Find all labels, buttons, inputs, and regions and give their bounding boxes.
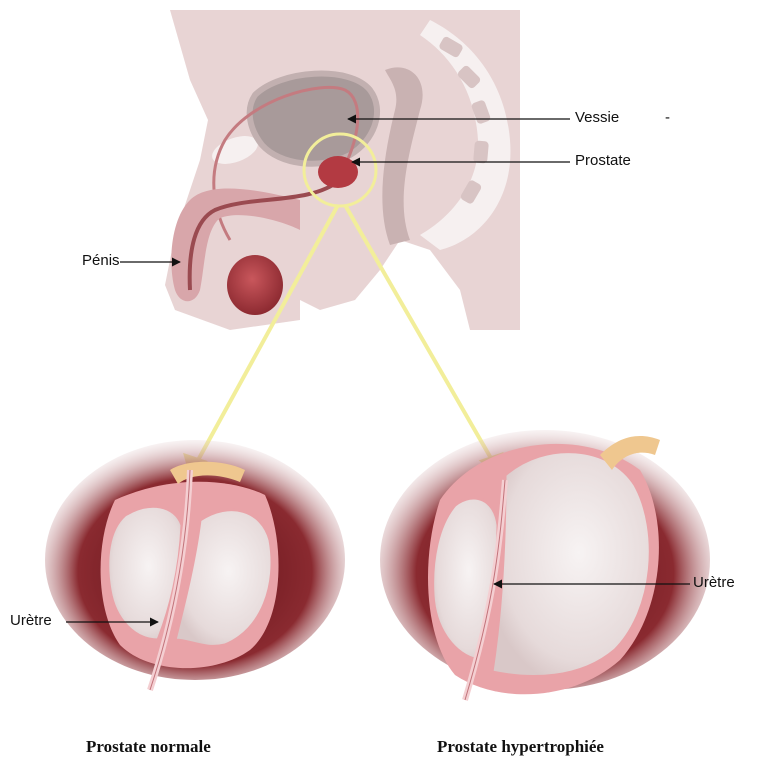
caption-normal: Prostate normale — [86, 737, 211, 757]
enlarged-prostate — [380, 430, 710, 700]
normal-prostate — [45, 440, 345, 690]
penis-label: Pénis — [82, 252, 120, 269]
vessie-label: Vessie — [575, 109, 619, 126]
pelvis-section — [165, 10, 520, 330]
uretre-right-label: Urètre — [693, 574, 735, 591]
vessie-dash: - — [665, 109, 670, 126]
testis — [227, 255, 283, 315]
caption-enlarged: Prostate hypertrophiée — [437, 737, 604, 757]
prostate-organ — [318, 156, 358, 188]
prostate-label: Prostate — [575, 152, 631, 169]
uretre-left-label: Urètre — [10, 612, 52, 629]
